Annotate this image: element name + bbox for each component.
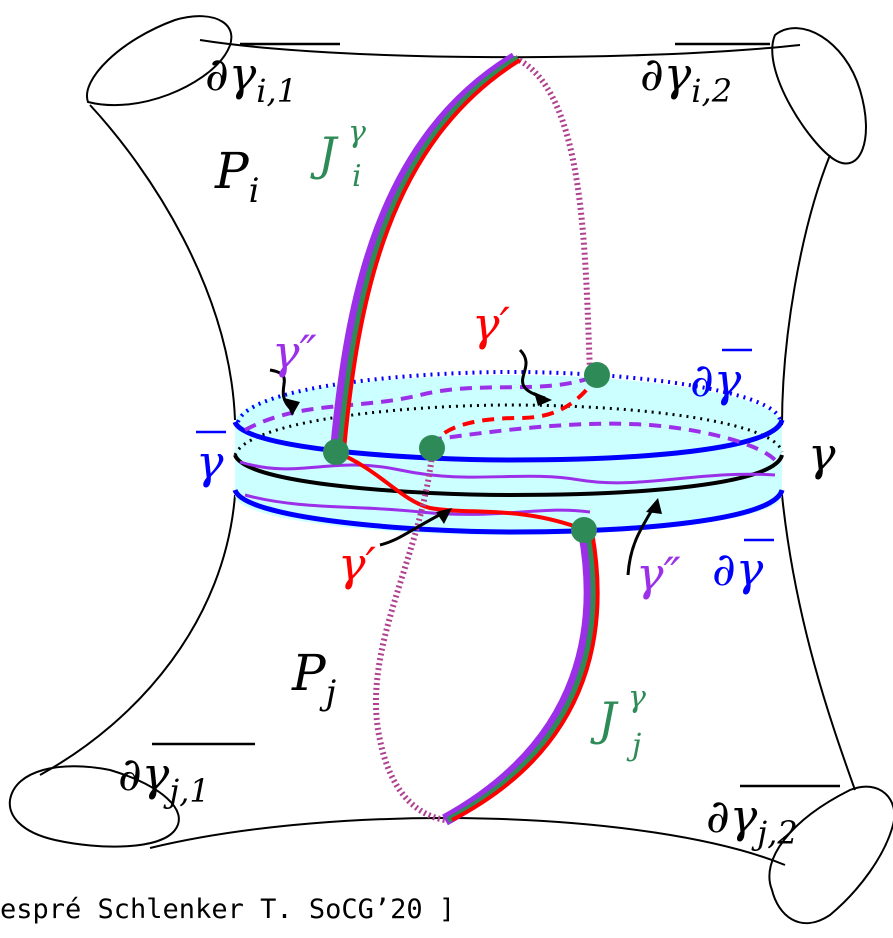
label-d-gamma-j1: ∂γj,1 [118, 747, 210, 810]
label-J-j-sup: γ [628, 680, 646, 715]
label-J-j-sub: j [626, 728, 641, 763]
label-gamma-bar: γ [196, 435, 224, 489]
point-back-lower [419, 435, 445, 461]
label-J-j: J [590, 692, 619, 746]
bottom-right-cuff [769, 787, 893, 924]
label-J-i: J [310, 127, 339, 181]
label-P-i: Pi [214, 142, 260, 211]
top-right-cuff [772, 28, 866, 163]
right-edge-top [782, 155, 830, 425]
label-d-gamma-j2: ∂γj,2 [706, 789, 798, 852]
label-d-gamma-bar-top: ∂γ [690, 353, 742, 407]
label-J-i-sub: i [352, 159, 362, 194]
point-junction-j [571, 517, 597, 543]
bottom-edge [150, 818, 785, 865]
label-gamma: γ [808, 427, 836, 481]
label-P-j: Pj [291, 644, 337, 713]
dotted-arc-top [515, 58, 590, 372]
top-edge [200, 40, 800, 57]
label-gamma-dprime-bottom: γ″ [636, 547, 681, 601]
point-back-upper [584, 362, 610, 388]
label-J-i-sup: γ [348, 115, 366, 150]
label-gamma-prime-top: γ′ [472, 297, 510, 351]
label-d-gamma-i1: ∂γi,1 [205, 47, 297, 110]
label-gamma-prime-bottom: γ′ [338, 537, 376, 591]
left-edge-bottom [40, 495, 235, 775]
left-edge-top [90, 105, 235, 420]
label-gamma-dprime-top: γ″ [272, 325, 317, 379]
label-d-gamma-i2: ∂γi,2 [640, 47, 732, 110]
label-d-gamma-bar-bottom: ∂γ [712, 542, 764, 596]
point-junction-i [323, 439, 349, 465]
junction-path-j [445, 532, 598, 820]
citation: espré Schlenker T. SoCG’20 ] [0, 894, 455, 925]
right-edge-bottom [782, 495, 855, 790]
